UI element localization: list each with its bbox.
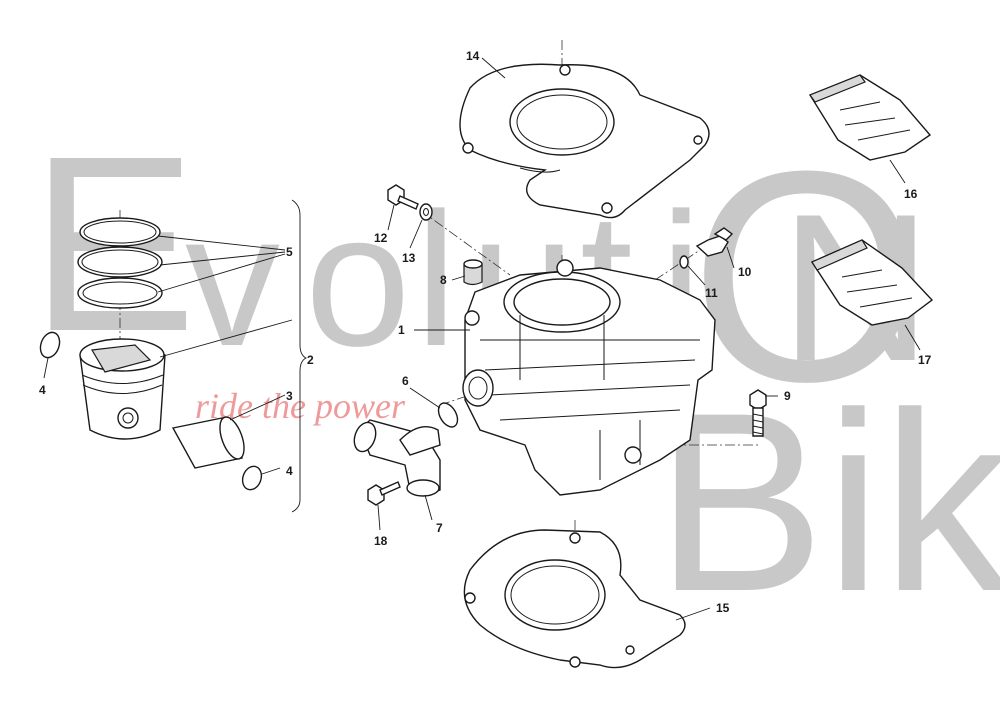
callout-11: 11	[705, 286, 718, 300]
sealant-packet-17	[810, 239, 934, 326]
fitting-o-ring	[437, 402, 459, 428]
callout-14: 14	[466, 49, 480, 63]
callout-6: 6	[402, 374, 409, 388]
cylinder-base-gasket	[463, 529, 686, 669]
washer-13	[419, 203, 433, 221]
sealant-packet-16	[808, 74, 932, 161]
callout-4-right: 4	[286, 464, 293, 478]
watermark-letter-v: v	[185, 174, 280, 386]
circlip-left	[39, 331, 61, 359]
callout-5: 5	[286, 245, 293, 259]
callout-16: 16	[904, 187, 918, 201]
screw-9	[749, 389, 767, 437]
piston	[79, 338, 166, 440]
callout-2: 2	[307, 353, 314, 367]
leader-lines	[43, 57, 921, 621]
temperature-sensor	[695, 227, 734, 257]
cylinder-body	[462, 259, 716, 496]
cylinder-head-gasket	[459, 63, 710, 219]
callout-9: 9	[784, 389, 791, 403]
watermark-letter-o: o	[305, 174, 411, 386]
callout-4-left: 4	[39, 383, 46, 397]
piston-rings	[77, 217, 163, 309]
dowel-pin	[463, 259, 483, 286]
callout-1: 1	[398, 323, 405, 337]
watermark-word-bike: Bike	[655, 360, 1000, 645]
callout-3: 3	[286, 389, 293, 403]
screw-18	[367, 481, 401, 506]
callout-17: 17	[918, 353, 932, 367]
screw-12	[387, 184, 419, 210]
sensor-o-ring	[679, 255, 689, 269]
callout-13: 13	[402, 251, 416, 265]
assembly-bracket	[291, 199, 308, 513]
callout-10: 10	[738, 265, 752, 279]
callout-7: 7	[436, 521, 443, 535]
callout-15: 15	[716, 601, 730, 615]
callout-12: 12	[374, 231, 388, 245]
piston-pin	[171, 416, 245, 469]
circlip-right	[241, 465, 263, 491]
callout-18: 18	[374, 534, 388, 548]
coolant-elbow-fitting	[353, 419, 441, 497]
callout-8: 8	[440, 273, 447, 287]
callout-labels: 1 2 3 4 4 5 6 7 8 9 10 11 12 13 14 15 16…	[39, 49, 932, 615]
